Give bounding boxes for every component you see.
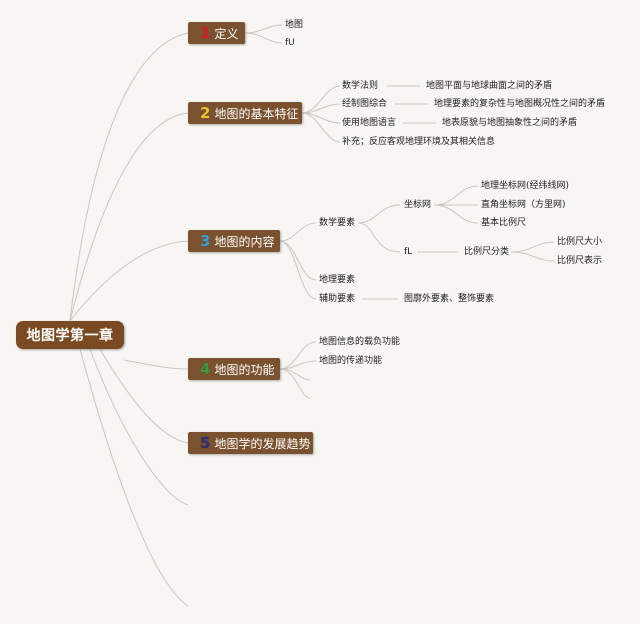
edge-t4-c: [279, 368, 311, 381]
edge-root-topic-5: [99, 348, 189, 444]
topic-basic-features[interactable]: 2 地图的基本特征: [188, 102, 302, 124]
leaf-t3-scale-representation[interactable]: 比例尺表示: [557, 256, 603, 266]
edge-grid-c: [433, 204, 479, 224]
topic-label: 地图学的发展趋势: [214, 436, 311, 451]
edge-scale-b: [510, 251, 555, 262]
leaf-t2-generalization[interactable]: 经制图综合: [342, 99, 388, 109]
edge-t1-a: [244, 24, 283, 34]
edge-root-topic-4: [123, 359, 189, 370]
edge-t2-d: [301, 112, 341, 143]
leaf-t3-grid-basic-scale[interactable]: 基本比例尺: [481, 218, 527, 228]
edge-root-blank-2: [79, 348, 189, 607]
leaf-t3-geo-elements[interactable]: 地理要素: [319, 275, 356, 285]
topic-definition[interactable]: 1 定义: [188, 22, 245, 44]
leaf-t1-2[interactable]: fU: [285, 38, 295, 48]
leaf-t3-scale-size[interactable]: 比例尺大小: [557, 237, 603, 247]
leaf-t3-coordinate-grid[interactable]: 坐标网: [404, 200, 432, 210]
topic-number: 3: [200, 231, 211, 250]
edge-t3-math: [279, 222, 317, 242]
leaf-t3-grid-geographic[interactable]: 地理坐标网(经纬线网): [481, 181, 570, 191]
edge-root-topic-1: [69, 32, 189, 322]
leaf-t4-transmission-function[interactable]: 地图的传递功能: [319, 356, 383, 366]
edge-t4-d: [279, 368, 311, 399]
leaf-t4-carrying-function[interactable]: 地图信息的载负功能: [319, 337, 401, 347]
edge-math-fl: [357, 222, 401, 253]
leaf-t2-map-language[interactable]: 使用地图语言: [342, 118, 397, 128]
topic-label: 地图的内容: [214, 234, 275, 249]
topic-number: 1: [200, 23, 211, 42]
topic-number: 4: [200, 359, 211, 378]
topic-number: 5: [200, 433, 211, 452]
leaf-t3-scale-class[interactable]: 比例尺分类: [464, 247, 510, 257]
leaf-t3-aux-elements[interactable]: 辅助要素: [319, 294, 356, 304]
root-label: 地图学第一章: [26, 328, 114, 344]
topic-label: 地图的功能: [214, 362, 275, 377]
leaf-t2-generalization-detail[interactable]: 地理要素的复杂性与地图概况性之间的矛盾: [434, 99, 606, 109]
topic-label: 地图的基本特征: [214, 106, 299, 121]
edge-t3-geo: [279, 240, 317, 281]
edge-math-grid: [357, 204, 401, 224]
leaf-t3-grid-rectangular[interactable]: 直角坐标网（方里网): [481, 200, 566, 210]
root-node[interactable]: 地图学第一章: [16, 321, 124, 349]
edge-root-blank-1: [89, 348, 189, 506]
leaf-t2-math-rule[interactable]: 数学法则: [342, 81, 379, 91]
leaf-t3-aux-detail[interactable]: 图廓外要素、整饰要素: [404, 294, 495, 304]
edge-t2-a: [301, 85, 341, 114]
topic-map-content[interactable]: 3 地图的内容: [188, 230, 280, 252]
edge-t1-b: [244, 32, 283, 44]
leaf-t3-math-elements[interactable]: 数学要素: [319, 218, 356, 228]
edge-root-topic-3: [69, 240, 189, 322]
topic-number: 2: [200, 103, 211, 122]
leaf-t2-math-rule-detail[interactable]: 地图平面与地球曲面之间的矛盾: [426, 81, 553, 91]
edge-scale-a: [510, 241, 555, 253]
leaf-t2-supplement[interactable]: 补充；反应客观地理环境及其相关信息: [342, 137, 496, 147]
edge-root-topic-2: [69, 112, 189, 322]
leaf-t3-fl[interactable]: fL: [404, 247, 413, 257]
edge-t4-a: [279, 341, 317, 370]
edge-t3-aux: [279, 240, 317, 300]
topic-label: 定义: [214, 26, 239, 41]
leaf-t1-1[interactable]: 地图: [285, 20, 304, 30]
edge-t2-b: [301, 103, 341, 114]
edge-grid-a: [433, 185, 479, 206]
leaf-t2-map-language-detail[interactable]: 地表原貌与地图抽象性之间的矛盾: [442, 118, 578, 128]
topic-map-functions[interactable]: 4 地图的功能: [188, 358, 280, 380]
topic-development-trends[interactable]: 5 地图学的发展趋势: [188, 432, 313, 454]
